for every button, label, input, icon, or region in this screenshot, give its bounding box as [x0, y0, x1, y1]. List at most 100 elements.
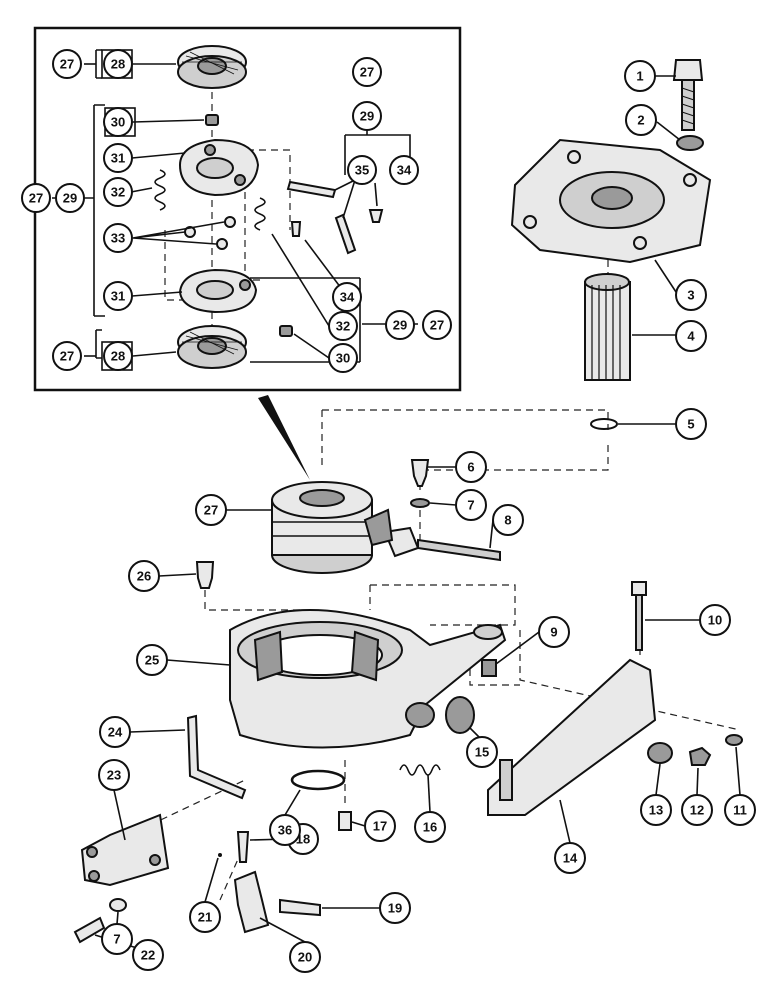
callout-inset-27-bottom-right: 27: [422, 310, 452, 340]
callout-6: 6: [455, 451, 487, 483]
part-washer-2: [676, 135, 704, 151]
svg-text:7: 7: [113, 932, 120, 947]
svg-text:30: 30: [336, 351, 350, 366]
inset-ball-3: [216, 238, 228, 250]
svg-text:7: 7: [467, 498, 474, 513]
part-bolt-22: [73, 916, 106, 944]
svg-text:34: 34: [340, 290, 355, 305]
svg-text:3: 3: [687, 288, 694, 303]
callout-5: 5: [675, 408, 707, 440]
callout-inset-27-bottom: 27: [52, 341, 82, 371]
callout-10: 10: [699, 604, 731, 636]
svg-text:29: 29: [360, 109, 374, 124]
svg-text:28: 28: [111, 57, 125, 72]
callout-20: 20: [289, 941, 321, 973]
svg-text:9: 9: [550, 625, 557, 640]
svg-text:1: 1: [636, 69, 643, 84]
svg-text:15: 15: [475, 745, 489, 760]
svg-text:27: 27: [60, 349, 74, 364]
callout-26: 26: [128, 560, 160, 592]
part-bolt-1: [672, 59, 704, 131]
callout-4: 4: [675, 320, 707, 352]
callout-15: 15: [466, 736, 498, 768]
svg-text:26: 26: [137, 569, 151, 584]
callout-16: 16: [414, 811, 446, 843]
inset-pin-left: [290, 221, 302, 237]
svg-text:23: 23: [107, 768, 121, 783]
svg-text:32: 32: [336, 319, 350, 334]
callout-inset-30-top: 30: [103, 107, 136, 137]
svg-text:27: 27: [60, 57, 74, 72]
inset-nut-top: [205, 114, 219, 126]
part-washer-11: [725, 734, 743, 746]
part-clutch-assembly-27: [271, 481, 394, 574]
callout-1: 1: [624, 60, 656, 92]
svg-text:4: 4: [687, 329, 695, 344]
callout-19: 19: [379, 892, 411, 924]
callout-11: 11: [724, 794, 756, 826]
svg-text:27: 27: [204, 503, 218, 518]
callout-24: 24: [99, 716, 131, 748]
callout-9: 9: [538, 616, 570, 648]
inset-cam-bottom: [178, 268, 258, 314]
callout-36: 36: [269, 814, 301, 846]
callout-inset-31-bottom: 31: [103, 281, 133, 311]
callout-inset-27-right: 27: [352, 57, 382, 87]
svg-text:36: 36: [278, 823, 292, 838]
svg-text:27: 27: [360, 65, 374, 80]
callout-7-lower: 7: [101, 923, 133, 955]
inset-cam-top: [178, 138, 260, 197]
part-bracket-23: [80, 813, 170, 887]
part-housing-25: [229, 609, 507, 749]
callout-inset-33: 33: [103, 223, 133, 253]
part-spring-16: [399, 764, 441, 776]
inset-disc-top: [177, 45, 247, 89]
inset-pointer: [258, 395, 310, 480]
part-yoke-20: [233, 870, 270, 934]
callout-inset-29-bottom-right: 29: [385, 310, 415, 340]
callout-23: 23: [98, 759, 130, 791]
svg-text:2: 2: [637, 113, 644, 128]
svg-text:21: 21: [198, 910, 212, 925]
svg-text:5: 5: [687, 417, 694, 432]
part-bar-14: [487, 658, 657, 816]
callout-3: 3: [675, 279, 707, 311]
svg-text:10: 10: [708, 613, 722, 628]
part-bent-rod-24: [186, 714, 247, 800]
callout-inset-34-mid: 34: [332, 282, 362, 312]
callout-2: 2: [625, 104, 657, 136]
callout-inset-28-bottom: 28: [101, 341, 133, 371]
svg-text:14: 14: [563, 851, 578, 866]
part-rod-8: [383, 526, 501, 562]
inset-link-upper: [286, 180, 337, 199]
part-pin-19: [279, 898, 321, 917]
callout-inset-34-top: 34: [389, 155, 419, 185]
inset-nut-bottom: [279, 325, 293, 337]
callout-25: 25: [136, 644, 168, 676]
part-pin-17: [338, 811, 352, 831]
callout-8: 8: [492, 504, 524, 536]
part-small-pin-21: [218, 853, 222, 857]
part-bushing-13: [647, 742, 673, 764]
svg-text:11: 11: [733, 803, 747, 818]
callout-21: 21: [189, 901, 221, 933]
svg-text:17: 17: [373, 819, 387, 834]
inset-disc-bottom: [177, 325, 247, 369]
part-pin-18: [236, 831, 250, 863]
svg-text:8: 8: [504, 513, 511, 528]
callout-inset-32-left: 32: [103, 177, 133, 207]
svg-text:12: 12: [690, 803, 704, 818]
callout-17: 17: [364, 810, 396, 842]
callout-inset-27-left: 27: [21, 183, 51, 213]
svg-text:20: 20: [298, 950, 312, 965]
svg-text:35: 35: [355, 163, 369, 178]
svg-text:31: 31: [111, 151, 125, 166]
part-nut-12: [688, 746, 712, 766]
inset-spring-left: [154, 169, 166, 211]
callout-inset-30-bottom: 30: [328, 343, 358, 373]
callout-inset-31-top: 31: [103, 143, 133, 173]
svg-text:19: 19: [388, 901, 402, 916]
svg-text:32: 32: [111, 185, 125, 200]
callout-27-main: 27: [195, 494, 227, 526]
